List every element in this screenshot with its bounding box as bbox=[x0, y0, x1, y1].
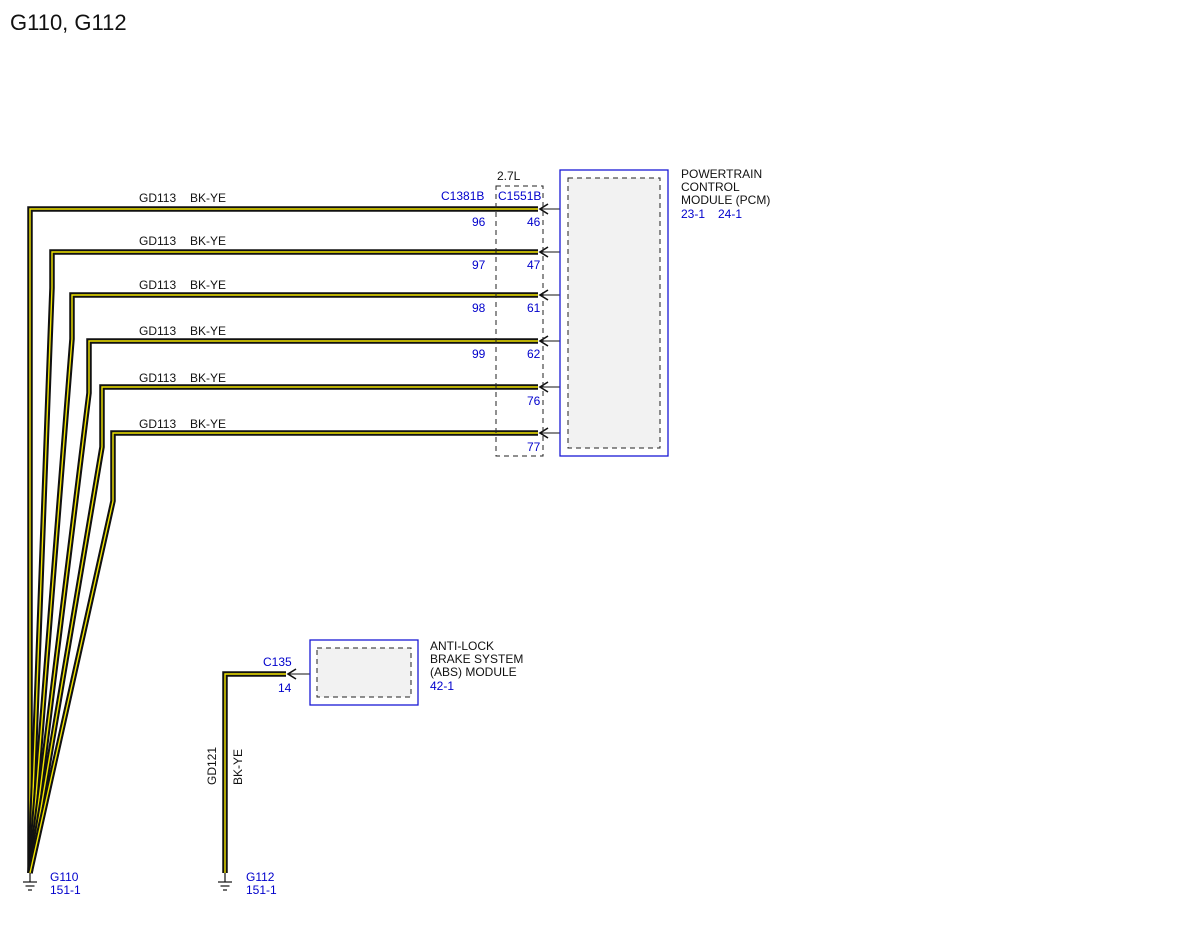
wire-gd113-4[interactable] bbox=[27, 338, 538, 874]
abs-pin-label: 14 bbox=[278, 681, 292, 695]
outer-pin-label: 98 bbox=[472, 301, 486, 315]
wire-color-label: BK-YE bbox=[190, 278, 226, 292]
wire-color-label: BK-YE bbox=[190, 371, 226, 385]
pcm-module[interactable] bbox=[559, 169, 669, 457]
wire-color-label: BK-YE bbox=[190, 417, 226, 431]
wire-gd113-1[interactable] bbox=[27, 206, 538, 873]
abs-module-inner bbox=[316, 647, 412, 698]
connector-c1551b-outline bbox=[495, 185, 544, 457]
ground-g110-icon[interactable] bbox=[23, 873, 37, 891]
outer-pin-label: 97 bbox=[472, 258, 486, 272]
pcm-name-line-2: CONTROL bbox=[681, 180, 740, 194]
pcm-name-line-3: MODULE (PCM) bbox=[681, 193, 770, 207]
wire-gd121[interactable] bbox=[222, 671, 286, 873]
wire-circuit-label: GD113 bbox=[139, 417, 176, 431]
connector-c135-label[interactable]: C135 bbox=[263, 655, 292, 669]
connector-c1551b-label[interactable]: C1551B bbox=[498, 189, 541, 203]
connector-c1381b-label[interactable]: C1381B bbox=[441, 189, 484, 203]
ground-g110-label[interactable]: G110 bbox=[50, 870, 79, 884]
wire-gd113-2[interactable] bbox=[27, 249, 538, 874]
wire-gd113-6[interactable] bbox=[27, 430, 538, 874]
abs-name-line-1: ANTI-LOCK bbox=[430, 639, 494, 653]
wire-color-label: BK-YE bbox=[190, 324, 226, 338]
inner-pin-label: 62 bbox=[527, 347, 541, 361]
inner-pin-label: 46 bbox=[527, 215, 541, 229]
wire-circuit-label: GD113 bbox=[139, 371, 176, 385]
abs-wire-color-label: BK-YE bbox=[231, 749, 245, 785]
variant-label: 2.7L bbox=[497, 169, 521, 183]
wire-circuit-label: GD113 bbox=[139, 191, 176, 205]
pcm-ref-2[interactable]: 24-1 bbox=[718, 207, 742, 221]
inner-pin-label: 47 bbox=[527, 258, 541, 272]
wire-circuit-label: GD113 bbox=[139, 234, 176, 248]
ground-g112-icon[interactable] bbox=[218, 873, 232, 891]
wire-circuit-label: GD113 bbox=[139, 324, 176, 338]
ground-g112-ref[interactable]: 151-1 bbox=[246, 883, 277, 897]
inner-pin-label: 77 bbox=[527, 440, 541, 454]
pcm-name-line-1: POWERTRAIN bbox=[681, 167, 762, 181]
wire-color-label: BK-YE bbox=[190, 234, 226, 248]
inner-pin-label: 61 bbox=[527, 301, 541, 315]
page-title: G110, G112 bbox=[10, 10, 127, 35]
ground-g112-label[interactable]: G112 bbox=[246, 870, 275, 884]
pcm-module-inner bbox=[567, 177, 661, 449]
outer-pin-label: 96 bbox=[472, 215, 486, 229]
pcm-ref-1[interactable]: 23-1 bbox=[681, 207, 705, 221]
wire-color-label: BK-YE bbox=[190, 191, 226, 205]
wire-gd113-3[interactable] bbox=[27, 292, 538, 874]
abs-wire-circuit-label: GD121 bbox=[205, 747, 219, 785]
abs-module[interactable] bbox=[309, 639, 419, 706]
abs-name-line-2: BRAKE SYSTEM bbox=[430, 652, 523, 666]
pcm-wire-labels: GD113 BK-YE 96 46 GD113 BK-YE 97 47 GD11… bbox=[139, 191, 541, 454]
inner-pin-label: 76 bbox=[527, 394, 541, 408]
wire-circuit-label: GD113 bbox=[139, 278, 176, 292]
outer-pin-label: 99 bbox=[472, 347, 486, 361]
abs-ref[interactable]: 42-1 bbox=[430, 679, 454, 693]
abs-name-line-3: (ABS) MODULE bbox=[430, 665, 517, 679]
wires-layer bbox=[27, 203, 566, 874]
ground-g110-ref[interactable]: 151-1 bbox=[50, 883, 81, 897]
wire-gd113-5[interactable] bbox=[27, 384, 538, 874]
